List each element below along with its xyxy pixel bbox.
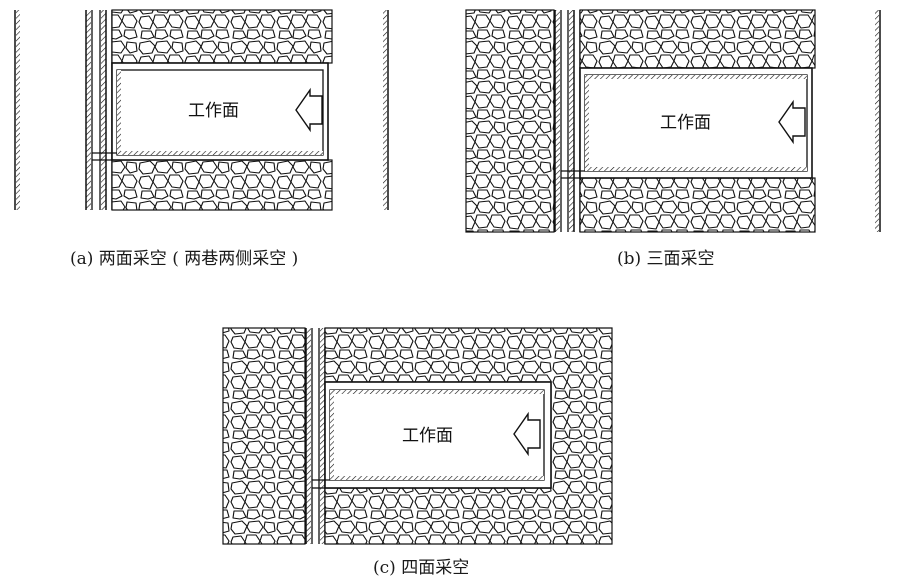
advance-arrow-c (513, 411, 541, 457)
workface-c (312, 381, 552, 489)
boundary-right-a (383, 10, 389, 210)
workface-label-a: 工作面 (188, 101, 239, 121)
boundary-left-a (14, 10, 20, 210)
workface-label-c: 工作面 (402, 426, 453, 446)
roadway-b (554, 10, 581, 232)
gob-area-top-a (111, 9, 333, 64)
caption-a: (a) 两面采空 ( 两巷两侧采空 ) (70, 249, 298, 269)
advance-arrow-a (295, 87, 323, 133)
caption-b: (b) 三面采空 (617, 249, 715, 269)
panel-a: 工作面 (a) 两面采空 ( 两巷两侧采空 ) (14, 9, 389, 269)
panel-c: 工作面 (c) 四面采空 (222, 327, 613, 578)
workface-b (561, 67, 813, 179)
boundary-right-b (875, 10, 881, 232)
caption-c: (c) 四面采空 (373, 558, 469, 578)
workface-a (92, 62, 329, 161)
panel-b: 工作面 (b) 三面采空 (465, 9, 881, 269)
gob-area-left-b (465, 9, 555, 233)
roadway-a (85, 10, 113, 210)
gob-area-bottom-a (111, 159, 333, 211)
gob-area-left-c (222, 327, 306, 545)
workface-label-b: 工作面 (660, 113, 711, 133)
advance-arrow-b (778, 99, 806, 145)
gob-area-bottom-b (579, 177, 816, 233)
roadway-c (305, 328, 326, 544)
gob-area-top-b (579, 9, 816, 69)
